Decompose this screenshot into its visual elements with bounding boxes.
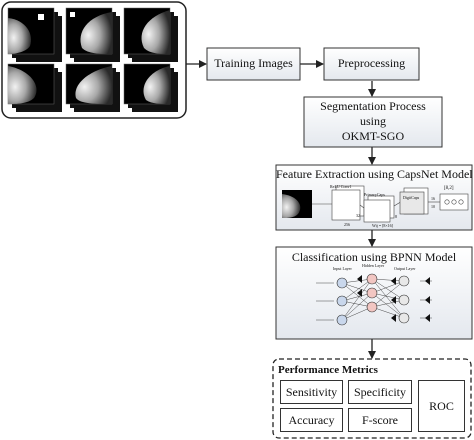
metric-accuracy: Accuracy <box>280 408 343 432</box>
capsnet-conv-label: ReLU Conv1 <box>330 184 352 189</box>
bpnn-figure <box>316 273 432 326</box>
classification-title: Classification using BPNN Model <box>291 250 457 264</box>
mammogram-stack-6 <box>123 63 178 112</box>
segmentation-line-3: OKMT-SGO <box>341 129 405 143</box>
capsnet-digitcaps-label: DigitCaps <box>403 195 420 200</box>
training-images-box <box>206 47 301 81</box>
bpnn-output-layer-label: Output Layer <box>394 266 416 271</box>
capsnet-dim-label: [8,2] <box>444 186 454 191</box>
segmentation-line-1: Segmentation Process <box>320 99 426 113</box>
training-images-label: Training Images <box>214 56 293 70</box>
segmentation-line-2: using <box>359 114 386 128</box>
mammogram-stack-2 <box>65 7 120 62</box>
preprocessing-label: Preprocessing <box>337 56 406 70</box>
mammogram-stack-3 <box>123 7 178 62</box>
feature-extraction-title: Feature Extraction using CapsNet Model <box>276 167 473 181</box>
performance-metrics-title: Performance Metrics <box>278 364 378 376</box>
metric-sensitivity: Sensitivity <box>280 380 343 404</box>
capsnet-num-32: 32 <box>356 213 360 218</box>
bpnn-hidden-layer-label: Hidden Layer <box>362 263 385 268</box>
capsnet-figure <box>282 185 469 223</box>
capsnet-num-8: 8 <box>395 214 397 219</box>
bpnn-input-layer-label: Input Layer <box>333 266 352 271</box>
mammogram-stack-5 <box>65 63 120 112</box>
metric-specificity: Specificity <box>348 380 412 404</box>
metric-roc: ROC <box>418 380 465 432</box>
segmentation-box <box>303 96 443 148</box>
capsnet-w-label: Wij = [8×16] <box>372 223 394 228</box>
mammogram-stack-1 <box>7 7 62 62</box>
preprocessing-box <box>323 47 420 81</box>
capsnet-num-16: 16 <box>431 196 435 201</box>
capsnet-num-256: 256 <box>344 222 350 227</box>
metric-fscore: F-score <box>348 408 412 432</box>
mammogram-stack-4 <box>7 63 62 112</box>
capsnet-num-10: 10 <box>431 204 435 209</box>
capsnet-primarycaps-label: PrimaryCaps <box>364 192 385 197</box>
